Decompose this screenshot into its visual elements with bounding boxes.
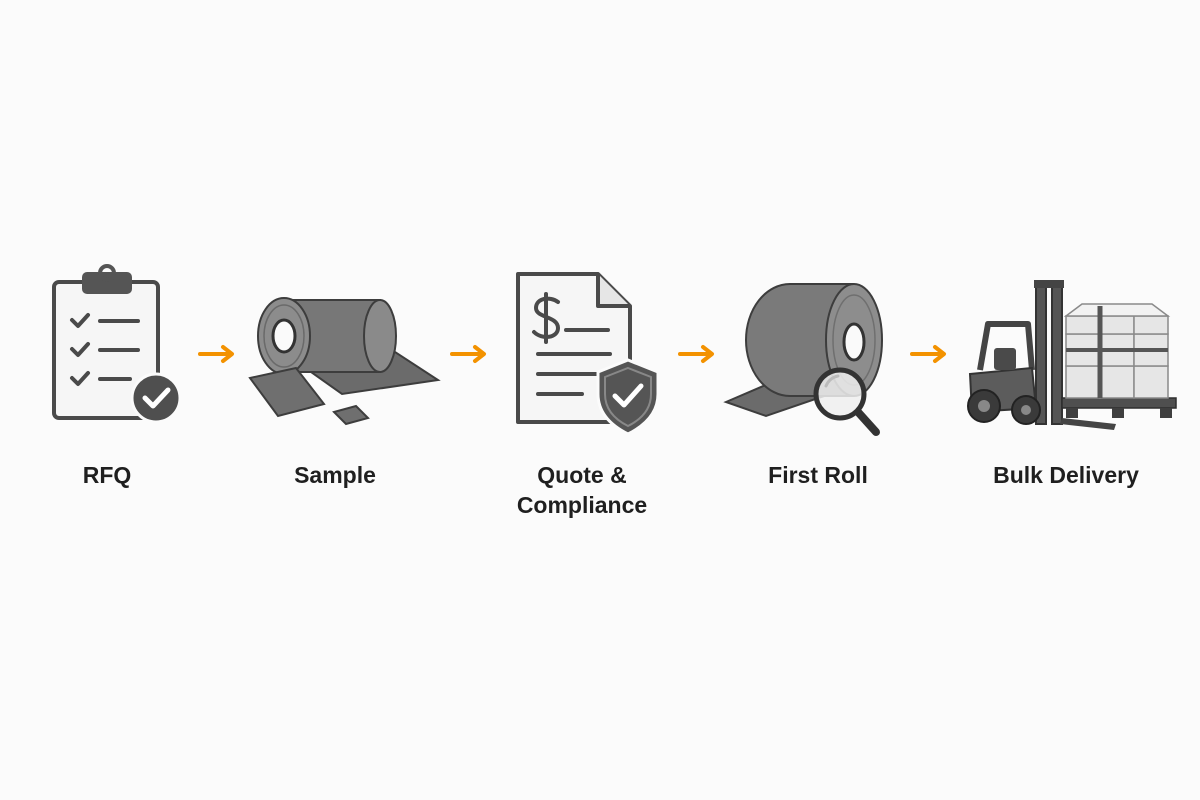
- arrow-right-icon: [450, 345, 486, 363]
- step-label: Bulk Delivery: [993, 460, 1139, 490]
- step-label: Sample: [294, 460, 376, 490]
- price-document-shield-icon: [516, 272, 660, 436]
- arrow-right-icon: [910, 345, 946, 363]
- step-label-line: Bulk Delivery: [993, 462, 1139, 488]
- step-label: Quote & Compliance: [517, 460, 647, 520]
- step-label-line: First Roll: [768, 462, 868, 488]
- step-label-line: Sample: [294, 462, 376, 488]
- arrow-right-icon: [678, 345, 714, 363]
- clipboard-checklist-icon: [52, 264, 182, 424]
- step-label-line: RFQ: [82, 462, 132, 488]
- step-label: RFQ: [83, 460, 132, 490]
- arrow-right-icon: [198, 345, 234, 363]
- roll-inspection-magnifier-icon: [723, 283, 883, 436]
- material-roll-samples-icon: [248, 297, 441, 426]
- step-label-line: Compliance: [516, 492, 648, 518]
- step-label-line: Quote &: [537, 462, 627, 488]
- step-label: First Roll: [768, 460, 868, 490]
- forklift-pallet-icon: [967, 280, 1177, 430]
